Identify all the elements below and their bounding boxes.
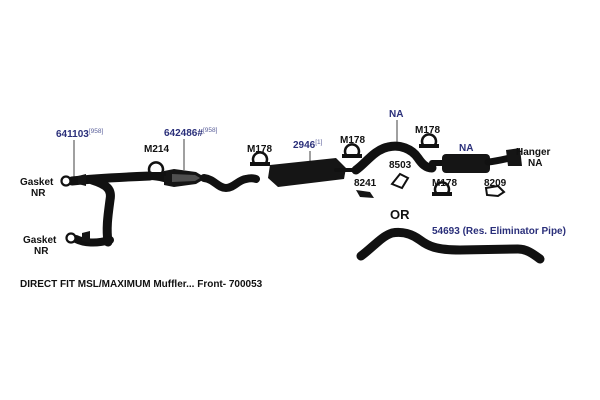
clamp-m178-a-label: M178 bbox=[247, 144, 272, 155]
hanger-8241-icon bbox=[356, 190, 374, 198]
muffler bbox=[268, 158, 354, 187]
gasket-bottom-ring-icon bbox=[65, 232, 77, 244]
part-54693-label: 54693 (Res. Eliminator Pipe) bbox=[432, 226, 566, 237]
part-8503-label: 8503 bbox=[389, 160, 412, 171]
clamp-m214-label: M214 bbox=[144, 144, 169, 155]
catalytic-converter bbox=[146, 169, 260, 192]
gasket-top-code: NR bbox=[31, 188, 46, 199]
clamp-m214-icon bbox=[146, 161, 166, 176]
clamp-m178-c-label: M178 bbox=[415, 125, 440, 136]
pipe-na-label: NA bbox=[389, 109, 403, 120]
gasket-top-label: Gasket bbox=[20, 177, 54, 188]
clamp-m178-c-icon bbox=[419, 133, 439, 148]
or-label: OR bbox=[390, 207, 410, 222]
over-axle-pipe bbox=[351, 141, 437, 175]
gasket-bottom-label: Gasket bbox=[23, 235, 57, 246]
gasket-top-ring-icon bbox=[60, 175, 72, 187]
resonator-assembly bbox=[429, 148, 522, 173]
clamp-m178-d-icon bbox=[432, 181, 452, 196]
hanger-label: Hanger bbox=[516, 147, 551, 158]
resonator-na-label: NA bbox=[459, 143, 473, 154]
part-8209-label: 8209 bbox=[484, 178, 507, 189]
hanger-8209-icon bbox=[484, 184, 506, 198]
resonator-eliminator-pipe bbox=[356, 227, 545, 264]
diagram-caption: DIRECT FIT MSL/MAXIMUM Muffler... Front-… bbox=[20, 279, 263, 290]
hanger-code: NA bbox=[528, 158, 542, 169]
hanger-8503-icon bbox=[390, 172, 410, 190]
part-8241-label: 8241 bbox=[354, 178, 377, 189]
gasket-bottom-code: NR bbox=[34, 246, 49, 257]
clamp-m178-a-icon bbox=[250, 151, 270, 166]
part-642486-label: 642486#[958] bbox=[164, 127, 218, 139]
front-y-pipe bbox=[60, 171, 155, 247]
clamp-m178-b-icon bbox=[342, 143, 362, 158]
part-2946-label: 2946[1] bbox=[293, 139, 323, 151]
clamp-m178-d-label: M178 bbox=[432, 178, 457, 189]
clamp-m178-b-label: M178 bbox=[340, 135, 365, 146]
part-641103-label: 641103[958] bbox=[56, 128, 103, 140]
